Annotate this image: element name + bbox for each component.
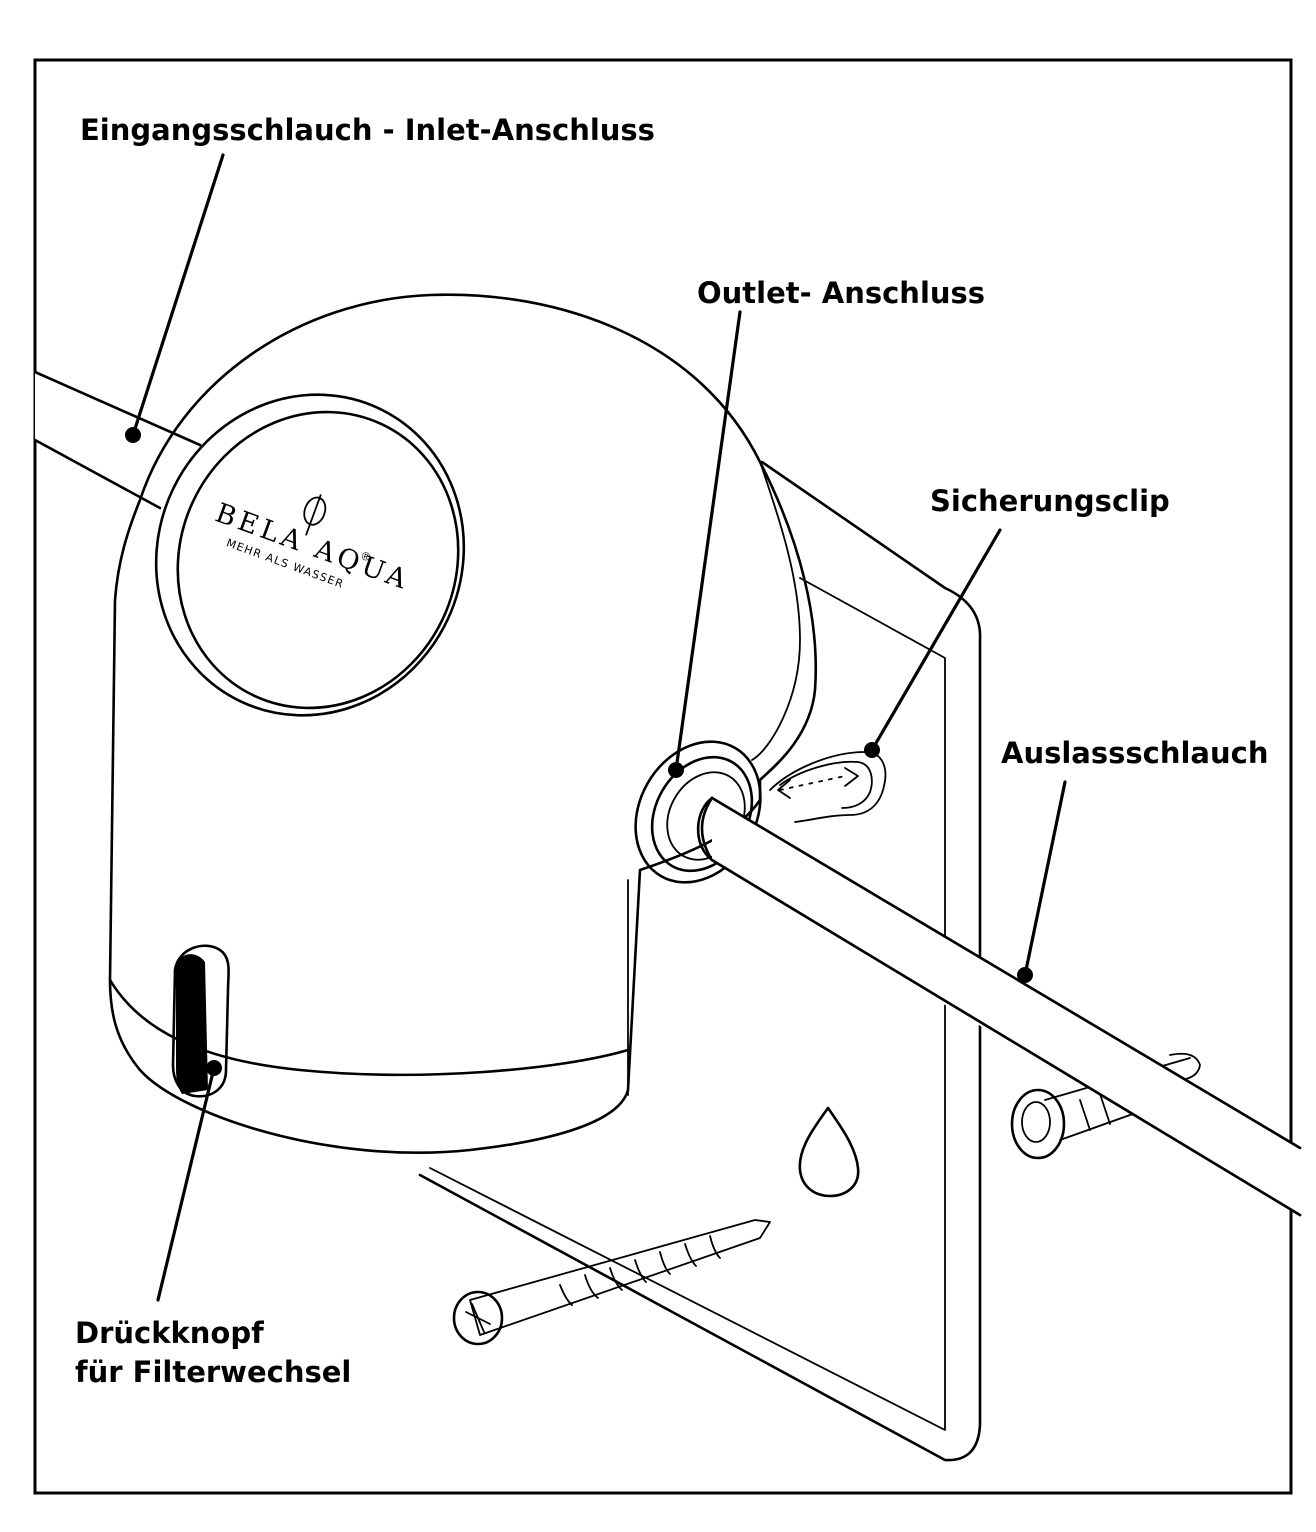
leader-clip bbox=[870, 528, 1002, 752]
brand-emblem-icon bbox=[303, 494, 327, 536]
diagram-frame bbox=[33, 58, 1293, 1495]
leader-inlet bbox=[131, 153, 225, 437]
outlet-connector bbox=[634, 740, 1302, 1217]
leader-lines bbox=[125, 153, 1067, 1302]
brand-registered: ® bbox=[358, 549, 374, 565]
label-button-line1: Drückknopf bbox=[75, 1316, 264, 1350]
leader-button bbox=[156, 1066, 216, 1302]
label-outlet-hose: Auslassschlauch bbox=[1001, 736, 1268, 770]
leader-outlet-hose bbox=[1023, 780, 1067, 977]
label-security-clip: Sicherungsclip bbox=[930, 484, 1170, 518]
label-inlet: Eingangsschlauch - Inlet-Anschluss bbox=[80, 113, 655, 147]
keyhole-slot bbox=[798, 1106, 860, 1198]
screw-icon bbox=[452, 1219, 771, 1346]
housing-cap-outer bbox=[154, 393, 466, 717]
housing-cap-inner bbox=[176, 410, 460, 710]
security-clip bbox=[769, 751, 887, 823]
leader-outlet bbox=[674, 310, 742, 772]
label-button-line2: für Filterwechsel bbox=[75, 1355, 351, 1389]
label-outlet: Outlet- Anschluss bbox=[697, 276, 985, 310]
filter-release-button bbox=[171, 944, 230, 1098]
